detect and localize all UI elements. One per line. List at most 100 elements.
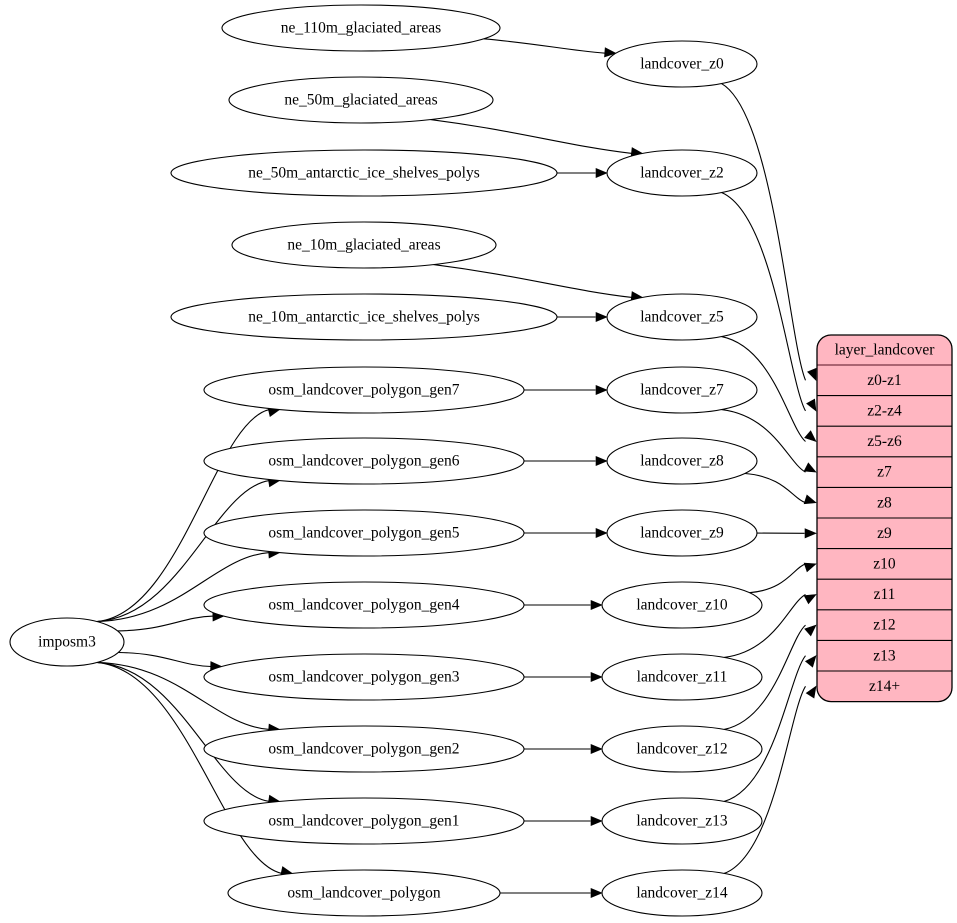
node-osm_landcover_polygon_gen1[interactable]: osm_landcover_polygon_gen1 xyxy=(203,797,525,845)
table-row-cell[interactable] xyxy=(817,456,952,488)
node-landcover_z0[interactable]: landcover_z0 xyxy=(606,40,758,88)
table-row-label: z0-z1 xyxy=(867,372,901,389)
node-label: osm_landcover_polygon_gen3 xyxy=(268,669,459,686)
table-header-label: layer_landcover xyxy=(835,342,936,359)
table-row-label: z8 xyxy=(877,494,892,511)
arrowhead-icon xyxy=(604,47,617,58)
edge-line xyxy=(96,661,282,874)
edge-ne_10m_glaciated_areas-to-landcover_z5 xyxy=(433,264,644,302)
node-ellipse xyxy=(606,437,758,485)
node-label: landcover_z8 xyxy=(640,453,724,470)
edge-landcover_z14-to-layer_landcover_z14_ xyxy=(723,685,817,874)
node-ne_10m_glaciated_areas[interactable]: ne_10m_glaciated_areas xyxy=(231,221,497,269)
edge-landcover_z0-to-layer_landcover_z0-z1 xyxy=(721,83,817,382)
node-ellipse xyxy=(203,437,525,485)
table-row-cell[interactable] xyxy=(817,426,952,457)
arrowhead-icon xyxy=(804,528,817,539)
table-row-label: z13 xyxy=(873,647,896,664)
node-landcover_z10[interactable]: landcover_z10 xyxy=(601,581,763,629)
node-ellipse xyxy=(601,869,763,917)
table-row-label: z9 xyxy=(877,525,892,542)
edge-line xyxy=(723,655,806,802)
edge-landcover_z13-to-layer_landcover_z13 xyxy=(723,655,817,802)
arrowhead-icon xyxy=(590,671,603,683)
node-ne_50m_antarctic_ice_shelves_polys[interactable]: ne_50m_antarctic_ice_shelves_polys xyxy=(170,149,558,197)
node-osm_landcover_polygon_gen2[interactable]: osm_landcover_polygon_gen2 xyxy=(203,725,525,773)
node-imposm3[interactable]: imposm3 xyxy=(9,617,125,667)
edge-landcover_z12-to-layer_landcover_z12 xyxy=(724,624,817,730)
node-ellipse xyxy=(9,617,125,667)
node-ellipse xyxy=(231,221,497,269)
edge-osm_landcover_polygon_gen2-to-landcover_z12 xyxy=(524,743,603,755)
table-row-cell[interactable] xyxy=(817,609,952,641)
edge-line xyxy=(117,615,214,632)
edge-line xyxy=(744,472,806,504)
node-landcover_z7[interactable]: landcover_z7 xyxy=(606,366,758,414)
node-landcover_z5[interactable]: landcover_z5 xyxy=(606,293,758,341)
node-osm_landcover_polygon_gen6[interactable]: osm_landcover_polygon_gen6 xyxy=(203,437,525,485)
edge-line xyxy=(433,264,633,298)
node-landcover_z2[interactable]: landcover_z2 xyxy=(606,149,758,197)
table-row-cell[interactable] xyxy=(817,487,952,518)
node-label: osm_landcover_polygon_gen4 xyxy=(268,597,459,614)
node-landcover_z11[interactable]: landcover_z11 xyxy=(601,653,763,701)
node-label: landcover_z5 xyxy=(640,309,724,326)
edge-line xyxy=(721,336,806,442)
layer-landcover-table[interactable]: layer_landcoverz0-z1z2-z4z5-z6z7z8z9z10z… xyxy=(816,334,953,703)
table-row-cell[interactable] xyxy=(817,640,952,671)
edge-line xyxy=(97,661,270,730)
node-landcover_z13[interactable]: landcover_z13 xyxy=(601,797,763,845)
node-osm_landcover_polygon_gen4[interactable]: osm_landcover_polygon_gen4 xyxy=(203,581,525,629)
table-row-cell[interactable] xyxy=(817,579,952,610)
edge-line xyxy=(96,661,270,802)
table-row-cell[interactable] xyxy=(817,548,952,580)
node-label: ne_10m_antarctic_ice_shelves_polys xyxy=(248,309,480,326)
arrowhead-icon xyxy=(595,455,608,467)
edge-landcover_z9-to-layer_landcover_z9 xyxy=(756,528,817,539)
table-row-cell[interactable] xyxy=(817,365,952,396)
node-label: ne_10m_glaciated_areas xyxy=(287,237,440,254)
edge-landcover_z2-to-layer_landcover_z2-z4 xyxy=(721,192,817,412)
table-row-cell[interactable] xyxy=(817,518,952,549)
node-osm_landcover_polygon[interactable]: osm_landcover_polygon xyxy=(227,869,501,917)
node-label: osm_landcover_polygon_gen2 xyxy=(268,741,459,758)
node-ne_50m_glaciated_areas[interactable]: ne_50m_glaciated_areas xyxy=(228,76,494,124)
edge-line xyxy=(749,563,806,594)
edge-line xyxy=(721,83,807,381)
node-ellipse xyxy=(601,653,763,701)
node-landcover_z12[interactable]: landcover_z12 xyxy=(601,725,763,773)
table-row-cell[interactable] xyxy=(817,671,952,702)
arrowhead-icon xyxy=(590,815,603,827)
node-landcover_z9[interactable]: landcover_z9 xyxy=(606,509,758,557)
node-landcover_z8[interactable]: landcover_z8 xyxy=(606,437,758,485)
node-ellipse xyxy=(606,40,758,88)
node-ellipse xyxy=(221,4,501,52)
node-ne_10m_antarctic_ice_shelves_polys[interactable]: ne_10m_antarctic_ice_shelves_polys xyxy=(170,293,558,341)
node-label: osm_landcover_polygon_gen5 xyxy=(268,525,459,542)
node-ellipse xyxy=(227,869,501,917)
arrowhead-icon xyxy=(803,494,817,505)
table-row-label: z11 xyxy=(874,586,896,603)
nodes-layer: imposm3 ne_110m_glaciated_areas ne_50m_gla… xyxy=(9,4,763,917)
node-label: landcover_z2 xyxy=(640,165,724,182)
node-label: osm_landcover_polygon_gen6 xyxy=(268,453,459,470)
node-osm_landcover_polygon_gen3[interactable]: osm_landcover_polygon_gen3 xyxy=(203,653,525,701)
node-osm_landcover_polygon_gen5[interactable]: osm_landcover_polygon_gen5 xyxy=(203,509,525,557)
edge-ne_10m_antarctic_ice_shelves_polys-to-landcover_z5 xyxy=(557,311,608,323)
edge-line xyxy=(723,686,806,874)
arrowhead-icon xyxy=(803,594,817,605)
node-osm_landcover_polygon_gen7[interactable]: osm_landcover_polygon_gen7 xyxy=(203,366,525,414)
table-row-cell[interactable] xyxy=(817,395,952,427)
node-ellipse xyxy=(228,76,494,124)
node-label: landcover_z0 xyxy=(640,56,724,73)
node-label: landcover_z12 xyxy=(636,741,727,758)
table-header-cell xyxy=(817,335,952,365)
node-ellipse xyxy=(606,509,758,557)
node-label: landcover_z10 xyxy=(636,597,727,614)
node-ellipse xyxy=(601,581,763,629)
node-landcover_z14[interactable]: landcover_z14 xyxy=(601,869,763,917)
arrowhead-icon xyxy=(803,462,817,473)
node-ellipse xyxy=(601,797,763,845)
node-ne_110m_glaciated_areas[interactable]: ne_110m_glaciated_areas xyxy=(221,4,501,52)
node-label: osm_landcover_polygon xyxy=(287,885,441,902)
